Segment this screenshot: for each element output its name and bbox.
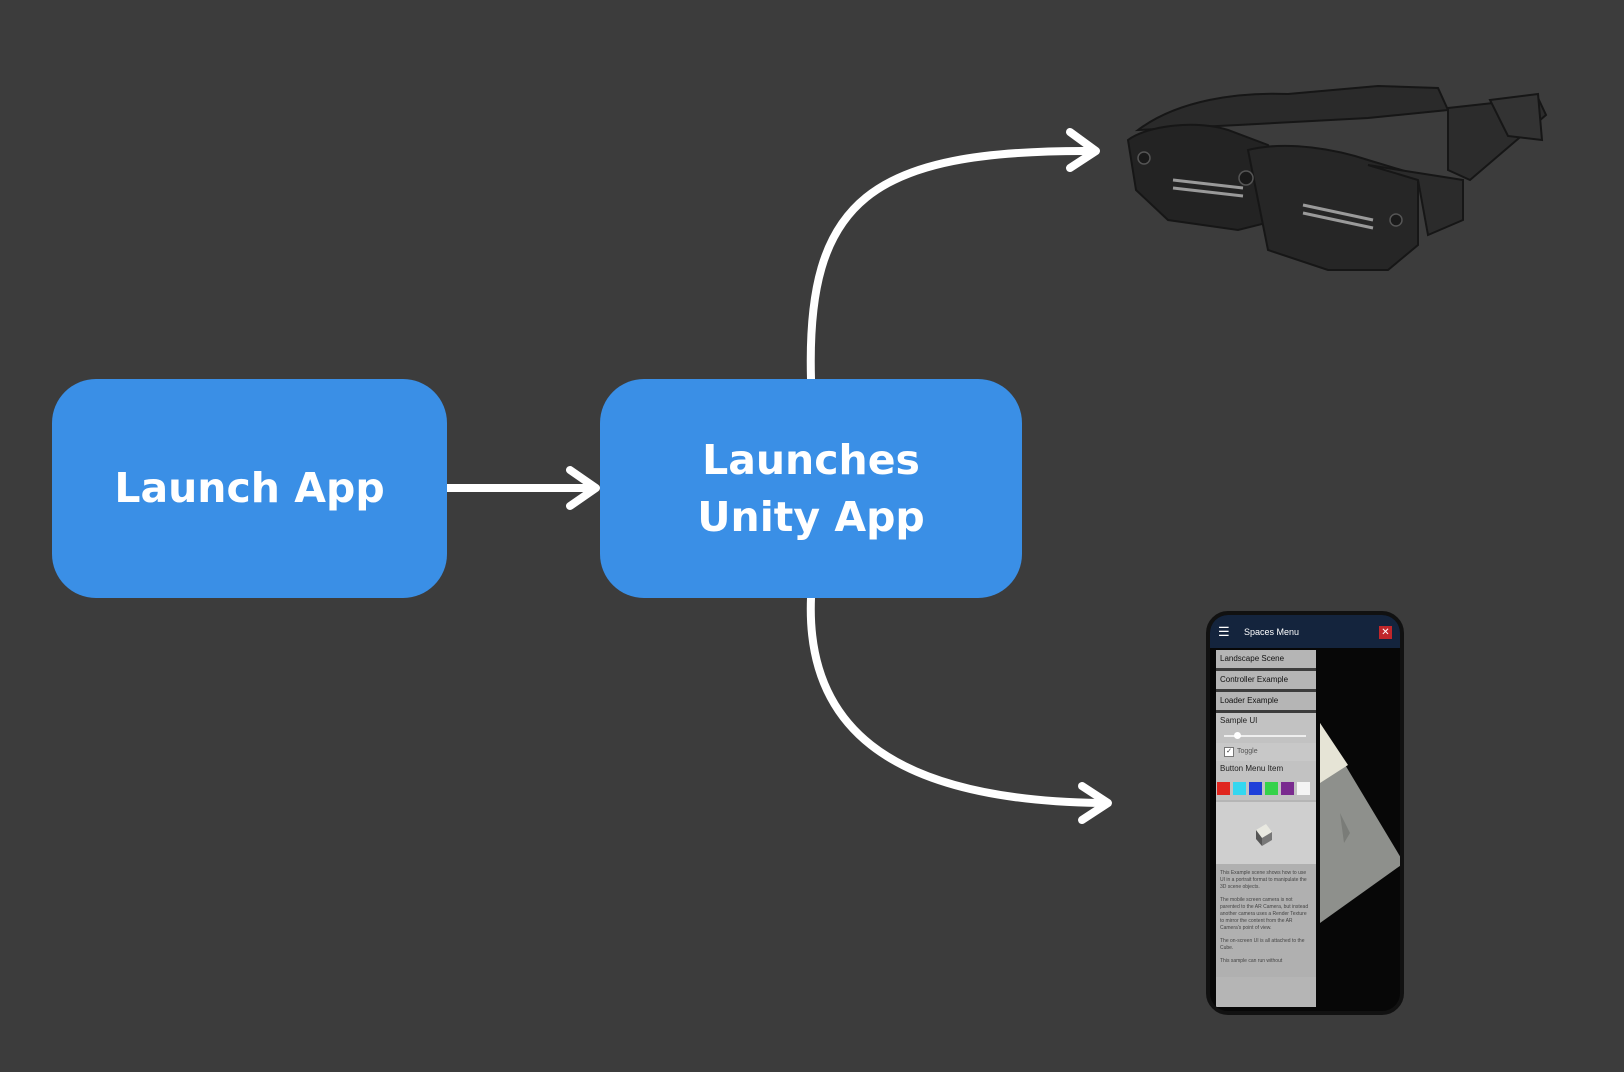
menu-item-loader-example: Loader Example xyxy=(1216,692,1316,713)
menu-item-controller-example: Controller Example xyxy=(1216,671,1316,692)
sample-ui-label: Sample UI xyxy=(1216,713,1316,729)
color-swatch-2 xyxy=(1249,782,1262,795)
color-swatches xyxy=(1216,777,1316,800)
toggle-label: Toggle xyxy=(1237,748,1258,755)
color-swatch-0 xyxy=(1217,782,1230,795)
node-launches-unity-app: Launches Unity App xyxy=(600,379,1022,598)
phone-header: ☰ Spaces Menu ✕ xyxy=(1210,615,1400,648)
ar-glasses-icon xyxy=(1126,84,1548,271)
checkbox-icon: ✓ xyxy=(1224,747,1234,757)
color-swatch-1 xyxy=(1233,782,1246,795)
node-launch-app-label: Launch App xyxy=(114,464,385,512)
3d-scene-view xyxy=(1320,723,1400,923)
hamburger-menu-icon: ☰ xyxy=(1218,623,1230,639)
close-icon: ✕ xyxy=(1379,626,1392,639)
description-text: This Example scene shows how to use UI i… xyxy=(1216,864,1316,977)
color-swatch-3 xyxy=(1265,782,1278,795)
node-unity-label-line1: Launches xyxy=(702,435,920,484)
color-swatch-5 xyxy=(1297,782,1310,795)
button-menu-item-label: Button Menu Item xyxy=(1216,761,1316,777)
menu-item-landscape-scene: Landscape Scene xyxy=(1216,650,1316,671)
cube-preview xyxy=(1216,802,1316,864)
node-launch-app: Launch App xyxy=(52,379,447,598)
arrow-unity-to-phone xyxy=(806,594,1104,807)
phone-title: Spaces Menu xyxy=(1244,626,1300,637)
phone-menu-panel: Landscape Scene Controller Example Loade… xyxy=(1216,650,1316,1007)
node-unity-label-line2: Unity App xyxy=(697,492,925,541)
smartphone-screen-icon: ☰ Spaces Menu ✕ Landscape Scene Controll… xyxy=(1206,611,1404,1015)
toggle-row: ✓Toggle xyxy=(1216,743,1316,761)
sample-slider xyxy=(1216,729,1316,743)
arrow-unity-to-glasses xyxy=(806,146,1094,383)
color-swatch-4 xyxy=(1281,782,1294,795)
